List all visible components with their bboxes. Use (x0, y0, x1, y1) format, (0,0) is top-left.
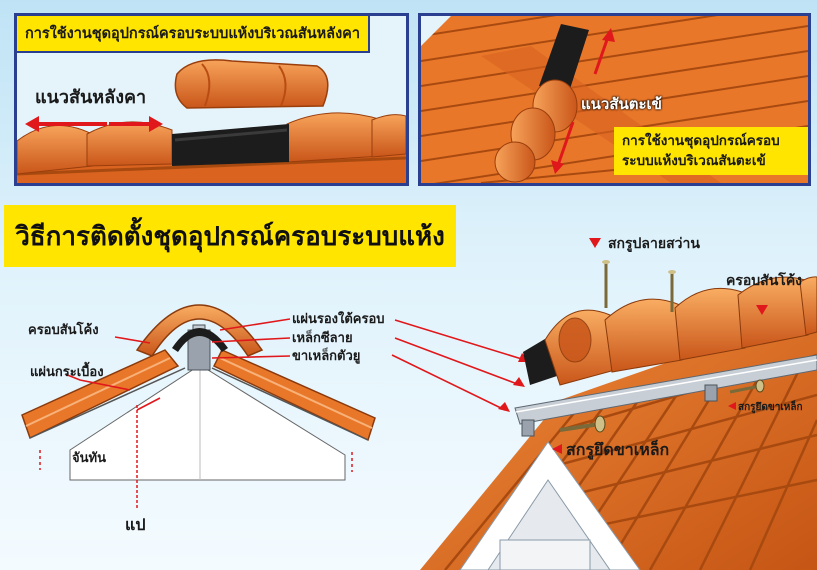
installation-title: วิธีการติดตั้งชุดอุปกรณ์ครอบระบบแห้ง (15, 221, 445, 252)
label-fascia: จันทัน (72, 451, 106, 466)
label-drill-screw: สกรูปลายสว่าน (608, 236, 700, 252)
label-roof-tile: แผ่นกระเบื้อง (30, 361, 104, 380)
floating-ridge-cap (174, 59, 329, 109)
right-leader-lines (211, 318, 291, 359)
label-tile-batten: เหล็กซีลาย (292, 328, 353, 346)
drill-screws (602, 260, 676, 312)
ridge-cap-arc (135, 304, 264, 357)
hip-usage-caption: การใช้งานชุดอุปกรณ์ครอบ ระบบแห้งบริเวณสั… (614, 127, 808, 175)
left-leader-lines (64, 336, 161, 411)
label-bracket-screw-small: สกรูยึดขาเหล็ก (738, 399, 803, 414)
under-cap-shape (172, 328, 228, 352)
to-3d-arrows (391, 319, 526, 411)
installation-illustration: ครอบสันโค้ง แผ่นกระเบื้อง จันทัน แป แผ่น… (21, 236, 817, 570)
bracket-screw-small (729, 379, 765, 394)
dry-ridge-strip (172, 124, 289, 166)
label-bracket-screw-big: สกรูยึดขาเหล็ก (566, 438, 669, 461)
hip-direction-arrows (551, 28, 615, 174)
label-u-bracket: ขาเหล็กตัวยู (292, 346, 360, 364)
hip-line-label: แนวสันตะเข้ (581, 95, 662, 113)
hip-usage-panel: แนวสันตะเข้ การใช้งานชุดอุปกรณ์ครอบ ระบบ… (418, 13, 811, 186)
label-under-cap: แผ่นรองใต้ครอบ (292, 310, 385, 327)
ridge-cross-section (21, 304, 376, 510)
label-purlin: แป (125, 515, 145, 534)
ridge-line-label: แนวสันหลังคา (35, 87, 147, 108)
hip-caption-line-1: การใช้งานชุดอุปกรณ์ครอบ (622, 133, 780, 149)
3d-ridge-caps (544, 276, 817, 386)
ridge-usage-panel: การใช้งานชุดอุปกรณ์ครอบระบบแห้งบริเวณสัน… (14, 13, 409, 186)
direction-arrows (25, 116, 163, 132)
roof-3d-view (420, 238, 817, 570)
red-triangle-markers (589, 238, 768, 315)
steel-batten-rail (514, 354, 817, 425)
hip-cap-row (494, 79, 578, 183)
label-3d-ridge-cap: ครอบสันโค้ง (726, 271, 802, 289)
installation-title-bar: วิธีการติดตั้งชุดอุปกรณ์ครอบระบบแห้ง (4, 205, 456, 267)
bracket-screw-big (559, 415, 606, 433)
hip-caption-line-2: ระบบแห้งบริเวณสันตะเข้ (622, 153, 766, 169)
hip-dry-ridge-strip (539, 24, 589, 92)
ridge-usage-caption: การใช้งานชุดอุปกรณ์ครอบระบบแห้งบริเวณสัน… (17, 16, 370, 53)
label-ridge-cap: ครอบสันโค้ง (28, 321, 99, 338)
